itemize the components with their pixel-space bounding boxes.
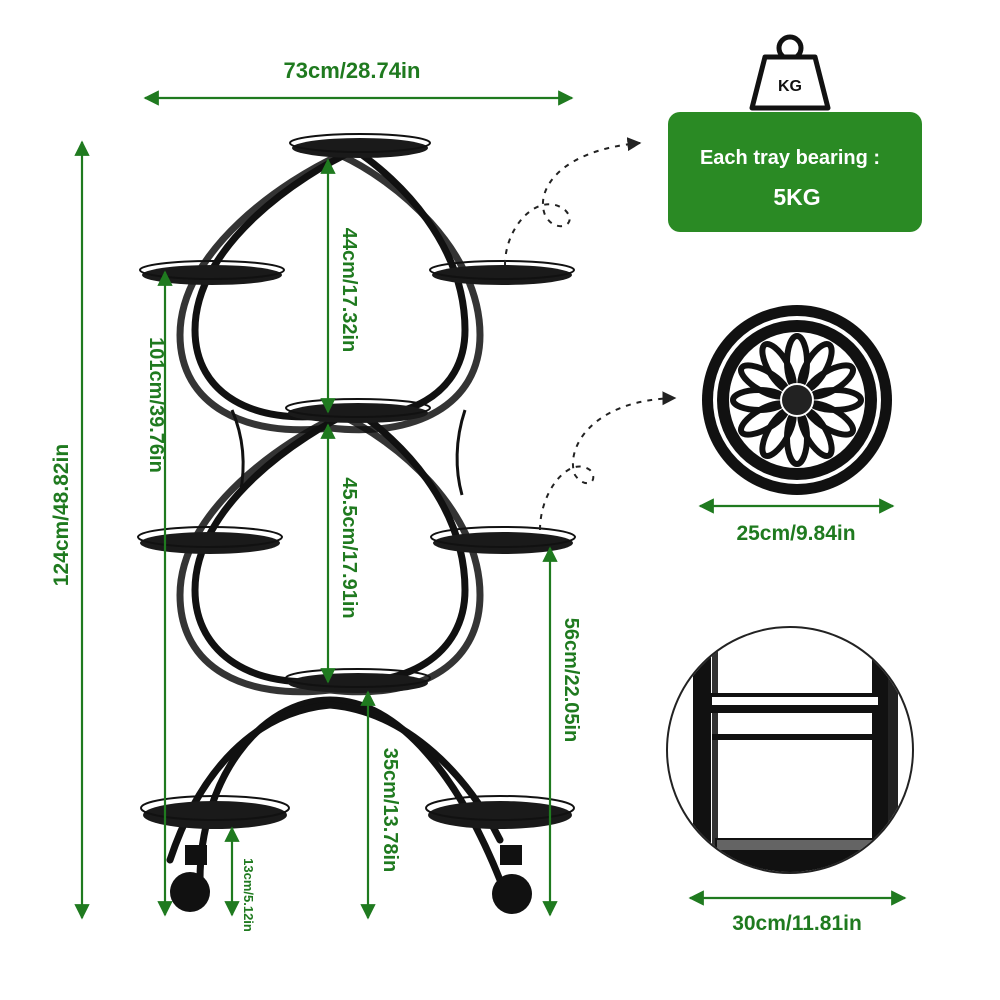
wheel-left (170, 845, 210, 912)
width-label: 73cm/28.74in (284, 58, 421, 83)
dimension-lower-span: 101cm/39.76in (145, 270, 173, 917)
bottom-spacing-label: 35cm/13.78in (379, 748, 401, 873)
tray-bottom-right (425, 795, 575, 829)
right-height-label: 56cm/22.05in (560, 618, 582, 743)
wheel-right (492, 845, 532, 914)
weight-line1: Each tray bearing : (700, 147, 880, 169)
dimension-bottom-spacing: 35cm/13.78in (360, 690, 401, 920)
dimension-total-height: 124cm/48.82in (50, 140, 90, 920)
dimension-width: 73cm/28.74in (143, 58, 574, 106)
dimension-bottom-tray-width: 30cm/11.81in (688, 890, 907, 935)
weight-badge: Each tray bearing : 5KG (668, 112, 922, 232)
top-spacing-label: 44cm/17.32in (338, 228, 360, 353)
callout-arrow-tray (539, 391, 677, 531)
dimension-middle-spacing: 45.5cm/17.91in (320, 423, 360, 684)
tray-bottom-left (140, 795, 290, 829)
callout-arrow-weight (504, 137, 642, 266)
tray-mid-right (430, 526, 576, 554)
tray-diameter-label: 25cm/9.84in (736, 522, 855, 545)
dimension-right-height: 56cm/22.05in (542, 546, 582, 917)
total-height-label: 124cm/48.82in (50, 444, 73, 586)
tray-mid-left (137, 526, 283, 554)
tray-middle (285, 398, 431, 423)
middle-spacing-label: 45.5cm/17.91in (338, 477, 360, 618)
tray-detail-image (702, 305, 892, 495)
lower-span-label: 101cm/39.76in (145, 337, 167, 473)
tray-upper-right (429, 260, 575, 285)
wheel-height-label: 13cm/5.12in (241, 858, 256, 932)
weight-line2: 5KG (773, 184, 820, 210)
weight-icon: KG (749, 34, 831, 111)
dimension-tray-diameter: 25cm/9.84in (698, 498, 895, 545)
dimension-wheel-height: 13cm/5.12in (224, 826, 256, 932)
dimension-top-spacing: 44cm/17.32in (320, 158, 360, 414)
tray-top (289, 133, 431, 158)
weight-icon-label: KG (778, 78, 802, 95)
tray-upper-left (139, 260, 285, 285)
bottom-tray-width-label: 30cm/11.81in (732, 912, 862, 935)
base-detail-image (666, 626, 914, 874)
